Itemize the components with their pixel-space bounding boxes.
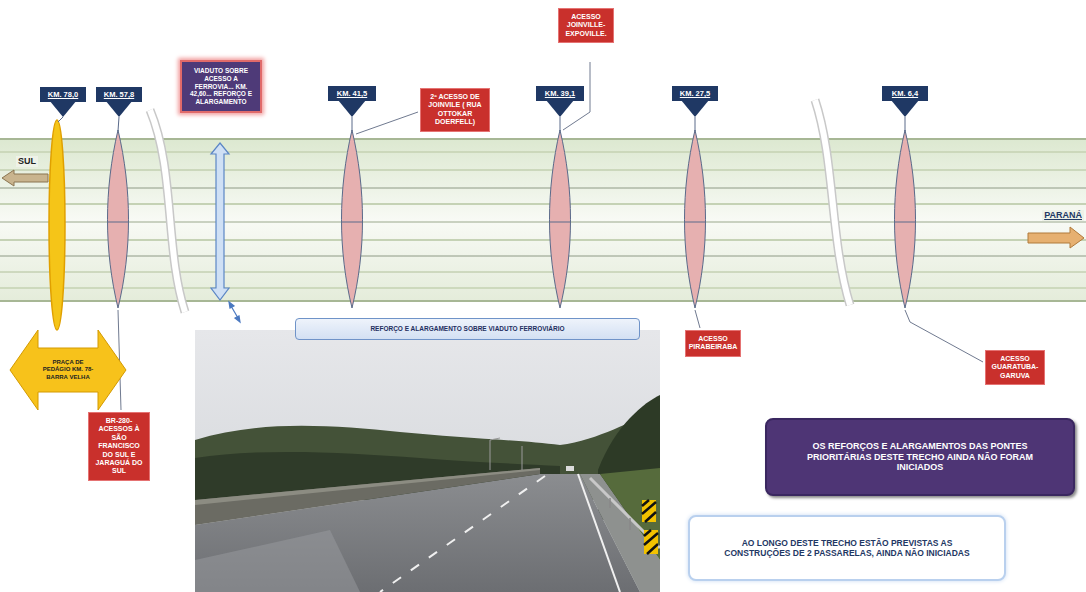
node-label: KM. 41,5 — [337, 89, 367, 98]
toll-marker — [49, 120, 65, 330]
node-label: BR-280- ACESSOS À SÃO FRANCISCO DO SUL E… — [92, 417, 146, 476]
arrow-outline — [2, 170, 48, 186]
access-box: ACESSO PIRABEIRABA — [685, 330, 741, 357]
status-note: OS REFORÇOS E ALARGAMENTOS DAS PONTES PR… — [765, 418, 1075, 496]
node-label: KM. 78,0 — [48, 90, 78, 99]
direction-arrow: SUL — [2, 156, 48, 186]
node-label: KM. 27,5 — [680, 89, 710, 98]
node-label: PARANÁ — [1042, 210, 1084, 221]
node-label: KM. 57,8 — [104, 90, 134, 99]
node-label: ACESSO PIRABEIRABA — [689, 335, 738, 352]
access-box: ACESSO GUARATUBA-GARUVA — [985, 350, 1045, 385]
node-label: 2º ACESSO DE JOINVILE ( RUA OTTOKAR DOER… — [424, 93, 486, 127]
node-label: KM. 6,4 — [892, 89, 918, 98]
diamond-midline — [108, 222, 915, 223]
node-label: KM. 39,1 — [545, 89, 575, 98]
access-diamond — [108, 130, 916, 308]
status-note: AO LONGO DESTE TRECHO ESTÃO PREVISTAS AS… — [688, 515, 1006, 581]
break-mark — [150, 100, 850, 312]
arrow-outline — [10, 330, 126, 410]
road-photo — [195, 330, 660, 592]
node-label: PRAÇA DE PEDÁGIO KM. 78- BARRA VELHA — [40, 359, 96, 381]
node-label: OS REFORÇOS E ALARGAMENTOS DAS PONTES PR… — [797, 441, 1043, 473]
km-marker: KM. 57,8 — [96, 87, 142, 102]
arrow-outline — [1028, 227, 1084, 248]
direction-arrow: PARANÁ — [1028, 210, 1084, 248]
km-marker: KM. 41,5 — [328, 86, 376, 101]
node-label: ACESSO GUARATUBA-GARUVA — [989, 355, 1041, 380]
access-box: 2º ACESSO DE JOINVILE ( RUA OTTOKAR DOER… — [420, 88, 490, 132]
node-label: AO LONGO DESTE TRECHO ESTÃO PREVISTAS AS… — [718, 538, 976, 558]
viaduct-arrow — [211, 143, 229, 300]
viaduct-box: VIADUTO SOBRE ACESSO A FERROVIA... KM. 4… — [180, 60, 262, 113]
access-box: ACESSO JOINVILLE-EXPOVILLE. — [558, 8, 614, 43]
toll-plaza-arrow: PRAÇA DE PEDÁGIO KM. 78- BARRA VELHA — [10, 330, 126, 410]
small-arrow — [229, 302, 240, 322]
node-label: REFORÇO E ALARGAMENTO SOBRE VIADUTO FERR… — [370, 325, 564, 333]
node-label: VIADUTO SOBRE ACESSO A FERROVIA... KM. 4… — [186, 67, 256, 106]
access-box: BR-280- ACESSOS À SÃO FRANCISCO DO SUL E… — [88, 412, 150, 481]
note-bar: REFORÇO E ALARGAMENTO SOBRE VIADUTO FERR… — [295, 318, 640, 340]
node-label: SUL — [16, 156, 38, 167]
node-label: ACESSO JOINVILLE-EXPOVILLE. — [562, 13, 610, 38]
km-marker: KM. 6,4 — [882, 86, 928, 101]
km-marker: KM. 27,5 — [672, 86, 718, 101]
km-marker: KM. 39,1 — [536, 86, 584, 101]
km-marker: KM. 78,0 — [40, 87, 86, 102]
